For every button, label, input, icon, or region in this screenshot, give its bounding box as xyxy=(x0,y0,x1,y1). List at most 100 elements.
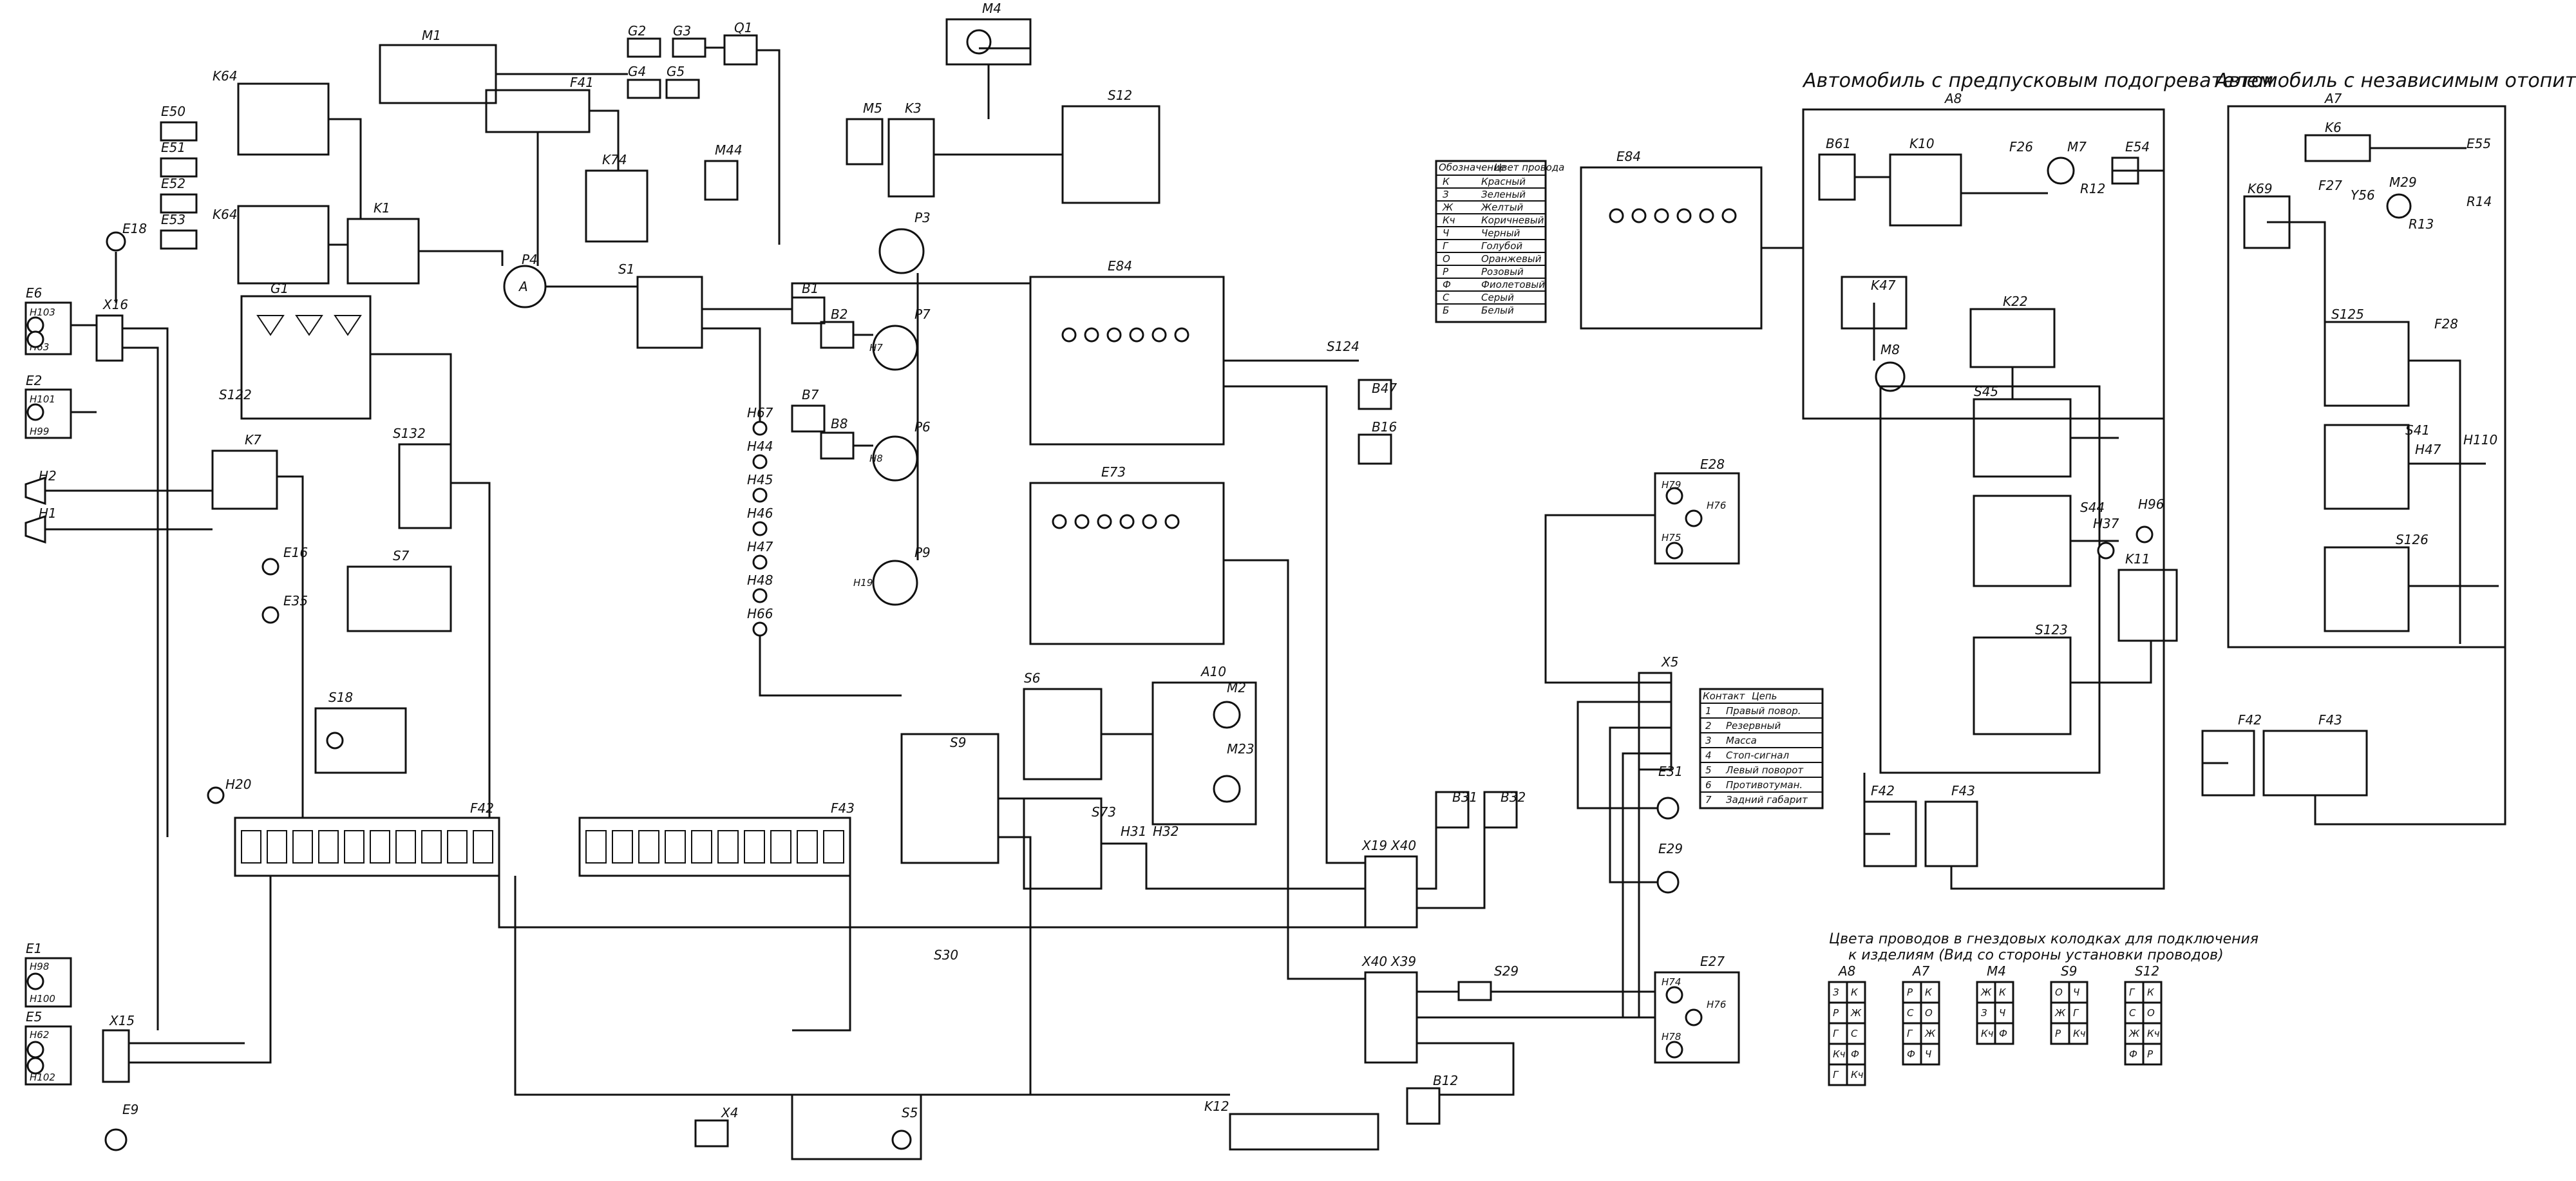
label-X4: X4 xyxy=(721,1105,738,1120)
label-H31: H31 xyxy=(1121,824,1147,839)
preheater-section: Автомобиль с предпусковым подогревателем… xyxy=(1580,70,2273,867)
label-M5: M5 xyxy=(863,100,882,116)
label-H110: H110 xyxy=(2463,432,2497,448)
s1-ignition-switch xyxy=(636,276,703,349)
x5-header-circuit: Цепь xyxy=(1752,690,1777,702)
label-E9: E9 xyxy=(122,1102,138,1117)
wires xyxy=(45,46,2506,1096)
fuse-icon xyxy=(241,830,261,864)
battery-g3 xyxy=(672,37,706,58)
socket-cell-color: Р xyxy=(2055,1028,2061,1039)
socket-label: A8 xyxy=(1837,963,1855,979)
s6-switch xyxy=(1023,688,1103,780)
connectors-right: X19 X40 X40 X39 B31 B32 S29 B12 xyxy=(1361,789,1526,1125)
gauge-icon xyxy=(872,560,918,606)
wire xyxy=(1577,701,1671,809)
fuse-icon xyxy=(612,830,633,864)
fuse-e51 xyxy=(160,157,198,178)
label-E35: E35 xyxy=(283,593,308,609)
sockets-note: Цвета проводов в гнездовых колодках для … xyxy=(1828,931,2259,1086)
label-K22: K22 xyxy=(2003,294,2028,309)
label-E53: E53 xyxy=(161,212,185,227)
lamp-icon xyxy=(752,454,768,469)
lamp-icon xyxy=(1174,327,1189,343)
label-R14: R14 xyxy=(2467,194,2492,209)
wire xyxy=(1224,559,1365,980)
socket-cell-color: О xyxy=(2147,1007,2155,1019)
label-G5: G5 xyxy=(667,64,685,79)
legend-color-name: Розовый xyxy=(1481,266,1524,278)
label-H98: H98 xyxy=(30,961,49,972)
label-B61: B61 xyxy=(1826,136,1851,151)
x5-circuit: Задний габарит xyxy=(1726,794,1808,806)
fuse-icon xyxy=(395,830,416,864)
legend-code: Кч xyxy=(1443,214,1455,226)
e84-panel xyxy=(1029,276,1225,446)
legend-color-name: Серый xyxy=(1481,292,1514,303)
fuse-icon xyxy=(638,830,659,864)
lamp-icon xyxy=(1665,542,1683,560)
k6-connector xyxy=(2304,134,2371,162)
socket-cell-color: Кч xyxy=(2073,1028,2086,1039)
socket-cell-color: Ж xyxy=(2128,1028,2140,1039)
lamp-icon xyxy=(1074,514,1090,529)
sockets-note-line1: Цвета проводов в гнездовых колодках для … xyxy=(1829,931,2259,947)
socket-cell xyxy=(2068,1022,2088,1045)
lamp-icon xyxy=(26,316,44,334)
wire xyxy=(759,636,902,697)
legend-color-name: Коричневый xyxy=(1481,214,1544,226)
label-E1: E1 xyxy=(26,941,42,956)
label-S122: S122 xyxy=(219,387,252,402)
lamp-icon xyxy=(26,1041,44,1059)
k74-relay xyxy=(585,169,649,243)
s44-switch xyxy=(1973,495,2072,587)
x40-x39-connector xyxy=(1364,971,1418,1064)
label-K47: K47 xyxy=(1871,278,1896,293)
wire xyxy=(1544,514,1671,684)
lamp-icon xyxy=(1699,208,1714,223)
label-S18: S18 xyxy=(328,690,353,705)
label-H47b: H47 xyxy=(2415,442,2441,457)
motor-icon xyxy=(2386,193,2412,219)
label-S132: S132 xyxy=(393,426,426,441)
lamp-icon xyxy=(1665,1041,1683,1059)
socket-cell-color: Ч xyxy=(1999,1007,2005,1019)
label-E84a: E84 xyxy=(1108,258,1132,274)
wire xyxy=(122,346,159,1030)
e73-panel xyxy=(1029,482,1225,645)
wire xyxy=(2267,221,2326,322)
x5-circuit: Резервный xyxy=(1726,720,1781,732)
label-S5: S5 xyxy=(902,1105,918,1120)
fuse-icon xyxy=(267,830,287,864)
x5-contact: 1 xyxy=(1705,705,1712,717)
label-E18: E18 xyxy=(122,221,147,236)
horn-icon xyxy=(24,476,46,505)
x19-x40-connector xyxy=(1364,855,1418,929)
lamp-icon xyxy=(2136,525,2154,543)
legend-code: З xyxy=(1443,189,1449,200)
label-H7: H7 xyxy=(869,342,883,354)
label-S29: S29 xyxy=(1494,963,1519,979)
wire xyxy=(702,282,1030,310)
e1-box xyxy=(24,957,72,1008)
socket-cell-color: Ф xyxy=(1999,1028,2007,1039)
socket-cell-color: Г xyxy=(1833,1028,1839,1039)
label-F41: F41 xyxy=(570,75,594,90)
panels-e84-e73: E84 E73 S124 B47 B16 xyxy=(1029,258,1397,645)
socket-cell-color: Ф xyxy=(1851,1048,1859,1060)
motor-icon xyxy=(966,29,992,55)
lamp-icon xyxy=(1084,327,1099,343)
label-E5: E5 xyxy=(26,1009,42,1025)
e84-panel-right xyxy=(1580,166,1763,330)
k11-relay xyxy=(2117,569,2178,642)
lamp-icon xyxy=(1656,871,1680,894)
label-F28: F28 xyxy=(2434,316,2458,332)
socket-cell-color: Ф xyxy=(1907,1048,1915,1060)
label-X19: X19 xyxy=(1361,838,1387,853)
label-H47: H47 xyxy=(747,539,773,554)
label-S124: S124 xyxy=(1327,339,1359,354)
socket-cell-color: Г xyxy=(2073,1007,2079,1019)
f43-fuse xyxy=(1924,800,1978,867)
s73-switch xyxy=(1023,797,1103,890)
